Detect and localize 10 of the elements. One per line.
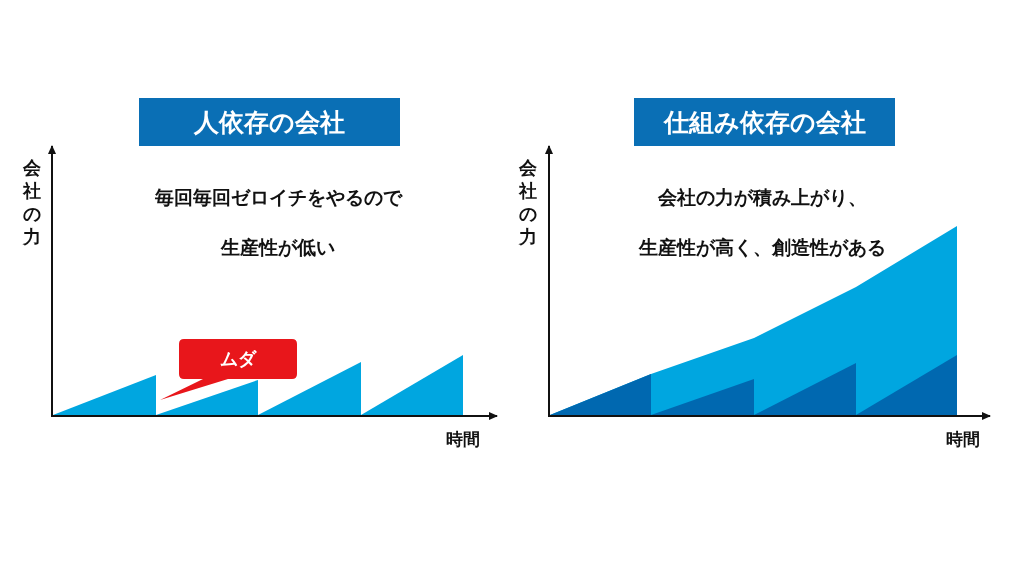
description-text: 毎回毎回ゼロイチをやるので生産性が低い: [153, 185, 404, 260]
title-banner: 仕組み依存の会社: [634, 98, 895, 146]
title-banner: 人依存の会社: [139, 98, 400, 146]
axis-label: 会社の力: [518, 156, 538, 248]
speech-bubble: [158, 338, 298, 402]
axis-label: 会社の力: [22, 156, 42, 248]
description-text: 会社の力が積み上がり、生産性が高く、創造性がある: [637, 185, 887, 260]
axis-label: 時間: [446, 428, 480, 451]
axis-label: 時間: [946, 428, 980, 451]
callout-label: ムダ: [219, 347, 258, 371]
